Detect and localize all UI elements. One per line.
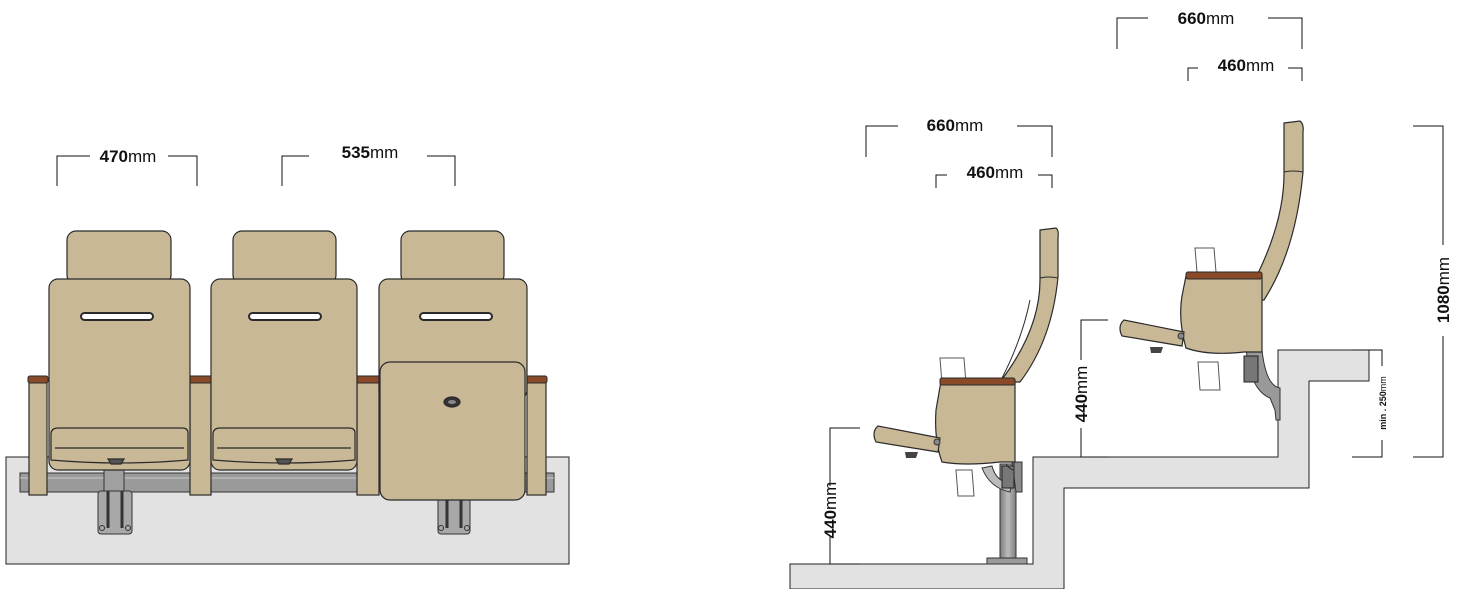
dim-440-upper: 440mm: [1072, 366, 1091, 423]
dimension-470: [56, 155, 198, 186]
side-view: 660mm 460mm 440mm 660mm 460mm 440mm 1080…: [789, 9, 1453, 589]
front-view: 470mm 535mm: [5, 143, 570, 565]
dimension-535: [281, 155, 456, 186]
side-seat-upper: [1119, 120, 1304, 421]
seat-front-2: [210, 230, 358, 471]
dim-660-lower: 660mm: [927, 116, 984, 135]
dim-535-label: 535mm: [342, 143, 399, 162]
seat-front-1: [48, 230, 191, 471]
dim-460-lower: 460mm: [967, 163, 1024, 182]
dim-1080: 1080mm: [1434, 257, 1453, 323]
dimension-lines-upper: [1080, 17, 1444, 458]
dim-470-label: 470mm: [100, 147, 157, 166]
floor-foot-left: [97, 465, 133, 535]
dim-660-upper: 660mm: [1178, 9, 1235, 28]
side-seat-lower: [873, 227, 1059, 565]
armrest-side-panels: [28, 380, 547, 496]
dim-460-upper: 460mm: [1218, 56, 1275, 75]
dim-440-lower: 440mm: [821, 482, 840, 539]
seat-front-3-folded: [378, 230, 528, 501]
dimension-lines-lower: [829, 125, 1053, 565]
dim-min-250: min . 250mm: [1378, 376, 1388, 430]
floor-foot-right: [437, 489, 471, 535]
